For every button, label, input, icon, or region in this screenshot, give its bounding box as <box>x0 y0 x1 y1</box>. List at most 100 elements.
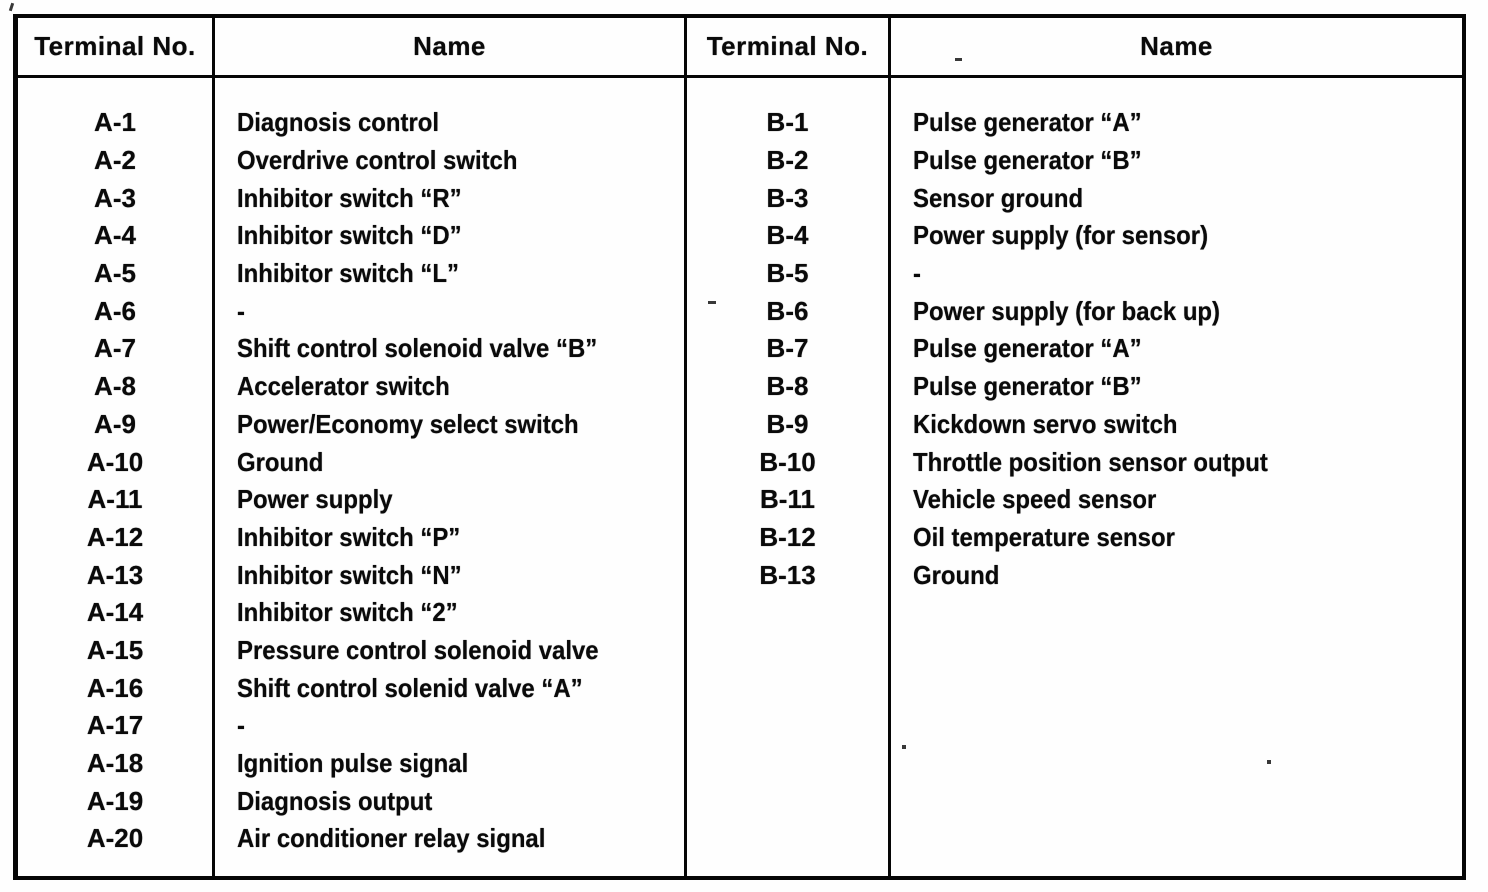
terminal-name-text: Overdrive control switch <box>237 145 518 176</box>
terminal-name: Oil temperature sensor <box>891 519 1462 557</box>
terminal-name: Inhibitor switch “N” <box>215 556 684 594</box>
terminal-no: A-18 <box>86 748 144 779</box>
table-header-row: Terminal No. Name Terminal No. Name <box>18 18 1462 78</box>
terminal-name-text: Shift control solenid valve “A” <box>237 672 583 703</box>
terminal-no: B-9 <box>766 408 809 439</box>
terminal-name: Accelerator switch <box>215 368 684 406</box>
terminal-no: A-20 <box>86 823 144 854</box>
terminal-no: A-4 <box>94 220 136 251</box>
terminal-name-text: Inhibitor switch “N” <box>237 559 462 590</box>
terminal-no: A-13 <box>86 559 144 590</box>
terminal-name: Pressure control solenoid valve <box>215 632 684 670</box>
terminal-name-text: - <box>913 258 921 289</box>
terminal-name-text: Vehicle speed sensor <box>913 484 1157 515</box>
terminal-name: Ground <box>215 443 684 481</box>
terminal-no: B-1 <box>766 107 809 138</box>
terminal-name: - <box>215 707 684 745</box>
terminal-name-text: - <box>237 295 245 326</box>
terminal-name: Overdrive control switch <box>215 142 684 180</box>
terminal-name-text: Diagnosis control <box>237 107 440 138</box>
terminal-name: Inhibitor switch “R” <box>215 179 684 217</box>
terminal-name: Inhibitor switch “L” <box>215 255 684 293</box>
header-name-left: Name <box>215 18 687 75</box>
terminal-name-text: Pulse generator “B” <box>913 371 1142 402</box>
scan-speck <box>902 745 906 749</box>
terminal-name: Power supply (for sensor) <box>891 217 1462 255</box>
terminal-name-text: Inhibitor switch “2” <box>237 597 458 628</box>
terminal-name: Ignition pulse signal <box>215 745 684 783</box>
terminal-no: A-14 <box>86 597 144 628</box>
terminal-no: A-1 <box>94 107 136 138</box>
scan-speck <box>8 2 15 12</box>
terminal-name: Ground <box>891 556 1462 594</box>
scan-speck <box>708 301 716 304</box>
header-terminal-no-right: Terminal No. <box>687 18 891 75</box>
terminal-name-text: Oil temperature sensor <box>913 521 1175 552</box>
terminal-name: Sensor ground <box>891 179 1462 217</box>
name-column-right: Pulse generator “A”Pulse generator “B”Se… <box>891 78 1462 876</box>
terminal-name: Diagnosis control <box>215 104 684 142</box>
terminal-name: Power supply (for back up) <box>891 292 1462 330</box>
terminal-name-text: Sensor ground <box>913 182 1084 213</box>
terminal-no: A-9 <box>94 408 136 439</box>
scan-speck <box>955 58 962 61</box>
terminal-name-text: Power supply <box>237 484 393 515</box>
terminal-name-text: Accelerator switch <box>237 371 450 402</box>
terminal-name: Throttle position sensor output <box>891 443 1462 481</box>
terminal-name-text: Shift control solenoid valve “B” <box>237 333 598 364</box>
terminal-no: B-2 <box>766 145 809 176</box>
terminal-name: Pulse generator “A” <box>891 330 1462 368</box>
terminal-no: B-7 <box>766 333 809 364</box>
scan-speck <box>1267 760 1271 764</box>
terminal-no: A-2 <box>94 145 136 176</box>
terminal-name: Shift control solenoid valve “B” <box>215 330 684 368</box>
terminal-no: A-10 <box>86 446 144 477</box>
terminal-no: A-16 <box>86 672 144 703</box>
terminal-no: B-8 <box>766 371 809 402</box>
terminal-name: Inhibitor switch “D” <box>215 217 684 255</box>
terminal-name: Pulse generator “B” <box>891 142 1462 180</box>
terminal-name: Vehicle speed sensor <box>891 481 1462 519</box>
terminal-no: A-15 <box>86 634 144 665</box>
terminal-name-text: - <box>237 710 245 741</box>
terminal-no: A-3 <box>94 182 136 213</box>
terminal-name: Diagnosis output <box>215 782 684 820</box>
terminal-name: Shift control solenid valve “A” <box>215 669 684 707</box>
terminal-name: - <box>215 292 684 330</box>
terminal-name: Power supply <box>215 481 684 519</box>
terminal-name: Pulse generator “A” <box>891 104 1462 142</box>
terminal-name-text: Power/Economy select switch <box>237 408 579 439</box>
terminal-name-text: Air conditioner relay signal <box>237 823 546 854</box>
terminal-name: Kickdown servo switch <box>891 406 1462 444</box>
terminal-no: A-19 <box>86 785 144 816</box>
terminal-no: B-3 <box>766 182 809 213</box>
terminal-no: B-4 <box>766 220 809 251</box>
terminal-name-text: Pulse generator “B” <box>913 145 1142 176</box>
terminal-no: B-5 <box>766 258 809 289</box>
header-name-right: Name <box>1140 31 1213 61</box>
terminal-name: Inhibitor switch “P” <box>215 519 684 557</box>
terminal-name-text: Throttle position sensor output <box>913 446 1268 477</box>
terminal-name-text: Ignition pulse signal <box>237 748 469 779</box>
terminal-name: Pulse generator “B” <box>891 368 1462 406</box>
terminal-name-text: Power supply (for sensor) <box>913 220 1209 251</box>
terminal-name: Inhibitor switch “2” <box>215 594 684 632</box>
terminal-no: A-11 <box>87 484 143 515</box>
terminal-name-text: Power supply (for back up) <box>913 295 1221 326</box>
terminal-name-text: Pressure control solenoid valve <box>237 634 599 665</box>
terminal-no: A-5 <box>94 258 136 289</box>
terminal-no: B-13 <box>759 559 816 590</box>
terminal-no: B-10 <box>759 446 816 477</box>
terminal-name-text: Diagnosis output <box>237 785 433 816</box>
terminal-name-text: Pulse generator “A” <box>913 333 1142 364</box>
terminal-name: Power/Economy select switch <box>215 406 684 444</box>
terminal-no: B-11 <box>760 484 815 515</box>
header-terminal-no-left: Terminal No. <box>18 18 215 75</box>
terminal-name: Air conditioner relay signal <box>215 820 684 858</box>
